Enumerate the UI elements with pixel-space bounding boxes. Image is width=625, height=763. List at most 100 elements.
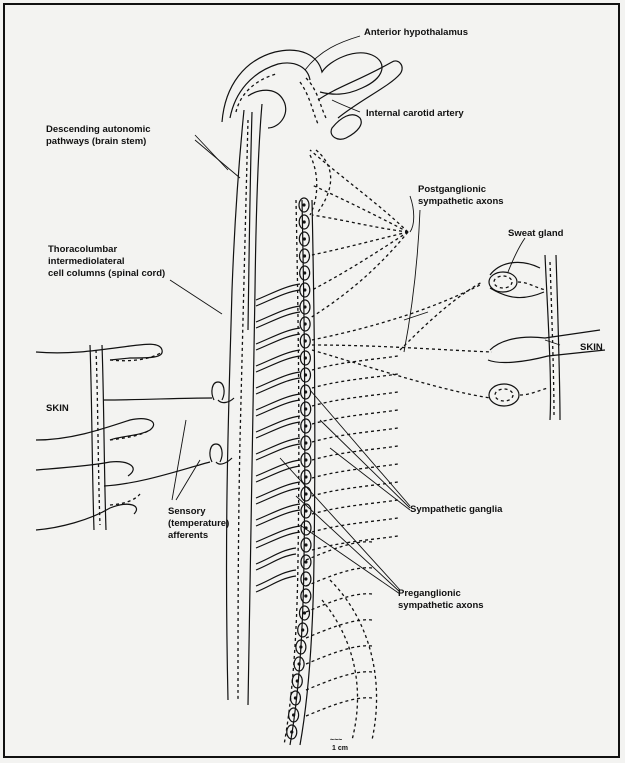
right-skin-region <box>488 255 605 420</box>
preganglionic-ramus <box>256 482 300 498</box>
preganglionic-ramus <box>256 466 300 482</box>
postganglionic-to-skin <box>312 282 492 398</box>
preganglionic-ramus <box>256 488 300 504</box>
postganglionic-axon <box>312 410 398 424</box>
ganglion-dot <box>304 509 307 512</box>
label-sympathetic-ganglia: Sympathetic ganglia <box>410 504 503 515</box>
preganglionic-ramus <box>256 460 300 476</box>
postganglionic-axon <box>312 518 398 532</box>
postganglionic-axon <box>312 464 398 478</box>
preganglionic-ramus <box>256 306 300 322</box>
preganglionic-ramus <box>256 372 300 388</box>
label-sensory-line3: afferents <box>168 530 208 541</box>
postganglionic-axon <box>306 594 372 612</box>
preganglionic-ramus <box>256 444 300 460</box>
label-preganglionic-line1: Preganglionic <box>398 588 461 599</box>
ganglion-dot <box>304 356 307 359</box>
ganglion-dot <box>296 679 299 682</box>
ganglion-dot <box>304 424 307 427</box>
ganglion-dot <box>304 390 307 393</box>
preganglionic-ramus <box>256 312 300 328</box>
preganglionic-ramus <box>256 290 300 306</box>
ganglion-dot <box>304 543 307 546</box>
postganglionic-axon <box>306 620 372 638</box>
label-sweat-gland: Sweat gland <box>508 228 564 239</box>
preganglionic-ramus <box>256 438 300 454</box>
label-sensory-line2: (temperature) <box>168 518 229 529</box>
internal-carotid-artery <box>300 61 402 139</box>
ganglion-dot <box>302 203 305 206</box>
preganglionic-ramus <box>256 570 296 586</box>
ganglion-dot <box>299 645 302 648</box>
preganglionic-ramus <box>256 416 300 432</box>
preganglionic-ramus <box>256 356 300 372</box>
scale-bar: ~~~ 1 cm <box>330 737 348 752</box>
label-thoracolumbar-line2: intermediolateral <box>48 256 125 267</box>
ganglion-dot <box>304 577 307 580</box>
scale-label: 1 cm <box>332 745 348 752</box>
label-postganglionic-line1: Postganglionic <box>418 184 486 195</box>
preganglionic-ramus <box>256 394 300 410</box>
preganglionic-ramus <box>256 334 300 350</box>
ganglion-dot <box>304 339 307 342</box>
ganglion-dot <box>303 305 306 308</box>
preganglionic-ramus <box>256 400 300 416</box>
ganglion-dot <box>303 611 306 614</box>
ganglion-dot <box>304 322 307 325</box>
postganglionic-axon <box>306 568 372 586</box>
ganglion-dot <box>297 662 300 665</box>
scale-mark: ~~~ <box>330 737 342 744</box>
postganglionic-axon <box>306 672 372 690</box>
ganglion-dot <box>304 441 307 444</box>
postganglionic-axon <box>312 392 398 406</box>
label-descending-pathways-line2: pathways (brain stem) <box>46 136 146 147</box>
ganglion-dot <box>304 407 307 410</box>
ganglion-dot <box>303 271 306 274</box>
ganglion-dot <box>303 254 306 257</box>
postganglionic-axon <box>312 536 398 550</box>
label-internal-carotid-artery: Internal carotid artery <box>366 108 464 119</box>
preganglionic-ramus <box>256 378 300 394</box>
preganglionic-ramus <box>256 328 300 344</box>
preganglionic-ramus <box>256 548 296 564</box>
preganglionic-ramus <box>256 526 300 542</box>
preganglionic-rami <box>256 284 300 592</box>
postganglionic-axon <box>312 428 398 442</box>
sensory-afferent-ganglia <box>210 382 234 464</box>
ganglion-dot <box>304 458 307 461</box>
spinal-cord <box>227 104 262 705</box>
ganglion-dot <box>303 220 306 223</box>
preganglionic-ramus <box>256 422 300 438</box>
preganglionic-ramus <box>256 350 300 366</box>
postganglionic-axon <box>312 374 398 388</box>
label-thoracolumbar-line1: Thoracolumbar <box>48 244 117 255</box>
postganglionic-axon <box>306 698 372 716</box>
label-thoracolumbar-line3: cell columns (spinal cord) <box>48 268 165 279</box>
ganglion-dot <box>294 696 297 699</box>
ganglion-dot <box>292 713 295 716</box>
label-skin-right: SKIN <box>580 342 603 353</box>
ganglion-dot <box>304 373 307 376</box>
label-skin-left: SKIN <box>46 403 69 414</box>
label-preganglionic-line2: sympathetic axons <box>398 600 484 611</box>
ganglion-dot <box>304 492 307 495</box>
preganglionic-ramus <box>256 504 300 520</box>
postganglionic-upper-fan <box>310 150 408 318</box>
ganglion-dot <box>304 594 307 597</box>
ganglion-dot <box>303 288 306 291</box>
ganglion-dot <box>301 628 304 631</box>
label-descending-pathways-line1: Descending autonomic <box>46 124 151 135</box>
label-anterior-hypothalamus: Anterior hypothalamus <box>364 27 468 38</box>
preganglionic-ramus <box>256 510 300 526</box>
preganglionic-ramus <box>256 532 300 548</box>
ganglion-dot <box>303 237 306 240</box>
left-skin-region <box>36 344 212 530</box>
preganglionic-ramus <box>256 284 300 300</box>
label-sensory-line1: Sensory <box>168 506 206 517</box>
ganglion-dot <box>304 475 307 478</box>
ganglion-dot <box>304 560 307 563</box>
postganglionic-axon <box>312 446 398 460</box>
label-postganglionic-line2: sympathetic axons <box>418 196 504 207</box>
